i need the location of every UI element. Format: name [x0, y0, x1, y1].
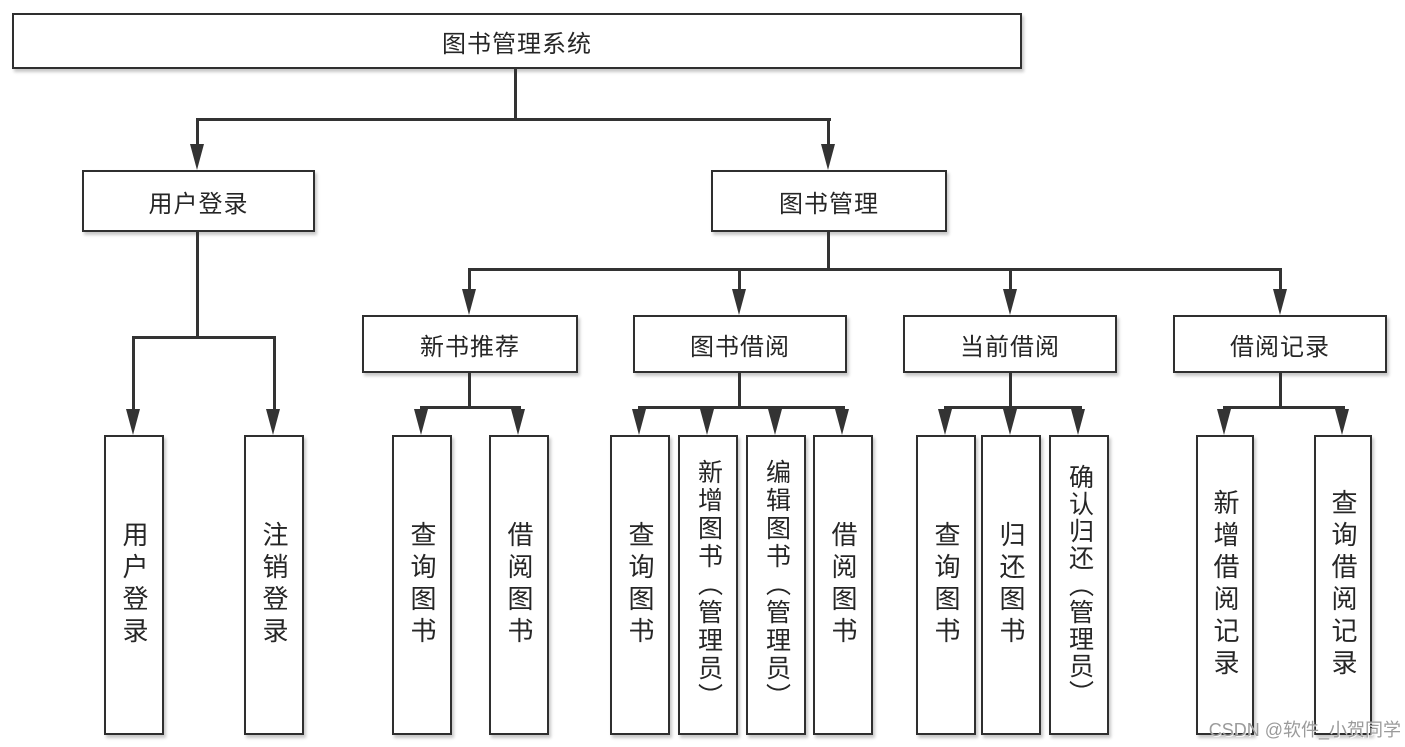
connector-line	[196, 118, 199, 148]
leaf-query-books-recommend-label: 查询图书	[407, 521, 437, 649]
leaf-user-login-label: 用户登录	[119, 521, 149, 649]
arrow-down-icon	[1003, 289, 1017, 315]
leaf-add-borrow-record-label: 新增借阅记录	[1210, 489, 1240, 681]
arrow-down-icon	[190, 144, 204, 170]
node-current-borrow: 当前借阅	[903, 315, 1117, 373]
node-user-login-label: 用户登录	[148, 190, 249, 218]
connector-line	[420, 406, 521, 409]
connector-line	[738, 268, 741, 292]
leaf-logout-label: 注销登录	[259, 521, 289, 649]
connector-line	[738, 373, 741, 409]
connector-line	[196, 118, 831, 121]
leaf-borrow-books-recommend: 借阅图书	[489, 435, 549, 735]
arrow-down-icon	[126, 409, 140, 435]
connector-line	[132, 336, 135, 411]
connector-line	[1279, 268, 1282, 292]
node-book-management: 图书管理	[711, 170, 947, 232]
node-root-label: 图书管理系统	[442, 30, 592, 58]
leaf-user-login: 用户登录	[104, 435, 164, 735]
leaf-query-borrow-record-label: 查询借阅记录	[1328, 489, 1358, 681]
arrow-down-icon	[938, 409, 952, 435]
connector-line	[827, 118, 830, 148]
connector-line	[944, 406, 1082, 409]
leaf-query-books-borrow-label: 查询图书	[625, 521, 655, 649]
leaf-query-borrow-record: 查询借阅记录	[1314, 435, 1372, 735]
leaf-edit-book-admin: 编辑图书（管理员）	[746, 435, 806, 735]
node-book-borrow-label: 图书借阅	[690, 333, 790, 361]
node-current-borrow-label: 当前借阅	[960, 333, 1060, 361]
node-borrow-records-label: 借阅记录	[1230, 333, 1330, 361]
node-new-book-recommend: 新书推荐	[362, 315, 578, 373]
node-root: 图书管理系统	[12, 13, 1022, 69]
leaf-borrow-books-recommend-label: 借阅图书	[504, 521, 534, 649]
connector-line	[468, 268, 471, 292]
arrow-down-icon	[1217, 409, 1231, 435]
connector-line	[132, 336, 275, 339]
leaf-return-books: 归还图书	[981, 435, 1041, 735]
connector-line	[196, 232, 199, 338]
leaf-query-books-borrow: 查询图书	[610, 435, 670, 735]
leaf-query-books-recommend: 查询图书	[392, 435, 452, 735]
leaf-add-book-admin: 新增图书（管理员）	[678, 435, 738, 735]
connector-line	[827, 232, 830, 270]
arrow-down-icon	[768, 409, 782, 435]
leaf-return-books-label: 归还图书	[996, 521, 1026, 649]
leaf-edit-book-admin-label: 编辑图书（管理员）	[762, 459, 791, 711]
connector-line	[1009, 268, 1012, 292]
node-book-borrow: 图书借阅	[633, 315, 847, 373]
node-borrow-records: 借阅记录	[1173, 315, 1387, 373]
connector-line	[1279, 373, 1282, 409]
arrow-down-icon	[821, 144, 835, 170]
leaf-borrow-books: 借阅图书	[813, 435, 873, 735]
node-user-login: 用户登录	[82, 170, 315, 232]
arrow-down-icon	[835, 409, 849, 435]
arrow-down-icon	[1335, 409, 1349, 435]
leaf-borrow-books-label: 借阅图书	[828, 521, 858, 649]
connector-line	[514, 68, 517, 121]
node-new-book-recommend-label: 新书推荐	[420, 333, 520, 361]
leaf-confirm-return-admin-label: 确认归还（管理员）	[1065, 463, 1094, 707]
watermark: CSDN @软件_小贺同学	[1208, 720, 1401, 740]
connector-line	[273, 336, 276, 411]
leaf-query-books-current: 查询图书	[916, 435, 976, 735]
connector-line	[468, 373, 471, 409]
arrow-down-icon	[511, 409, 525, 435]
arrow-down-icon	[266, 409, 280, 435]
leaf-confirm-return-admin: 确认归还（管理员）	[1049, 435, 1109, 735]
connector-line	[638, 406, 845, 409]
arrow-down-icon	[700, 409, 714, 435]
arrow-down-icon	[414, 409, 428, 435]
leaf-query-books-current-label: 查询图书	[931, 521, 961, 649]
arrow-down-icon	[732, 289, 746, 315]
arrow-down-icon	[632, 409, 646, 435]
connector-line	[468, 268, 1282, 271]
leaf-add-book-admin-label: 新增图书（管理员）	[694, 459, 723, 711]
connector-line	[1009, 373, 1012, 409]
arrow-down-icon	[1273, 289, 1287, 315]
arrow-down-icon	[1071, 409, 1085, 435]
node-book-management-label: 图书管理	[779, 190, 879, 218]
connector-line	[1223, 406, 1345, 409]
leaf-add-borrow-record: 新增借阅记录	[1196, 435, 1254, 735]
arrow-down-icon	[1003, 409, 1017, 435]
arrow-down-icon	[462, 289, 476, 315]
leaf-logout: 注销登录	[244, 435, 304, 735]
